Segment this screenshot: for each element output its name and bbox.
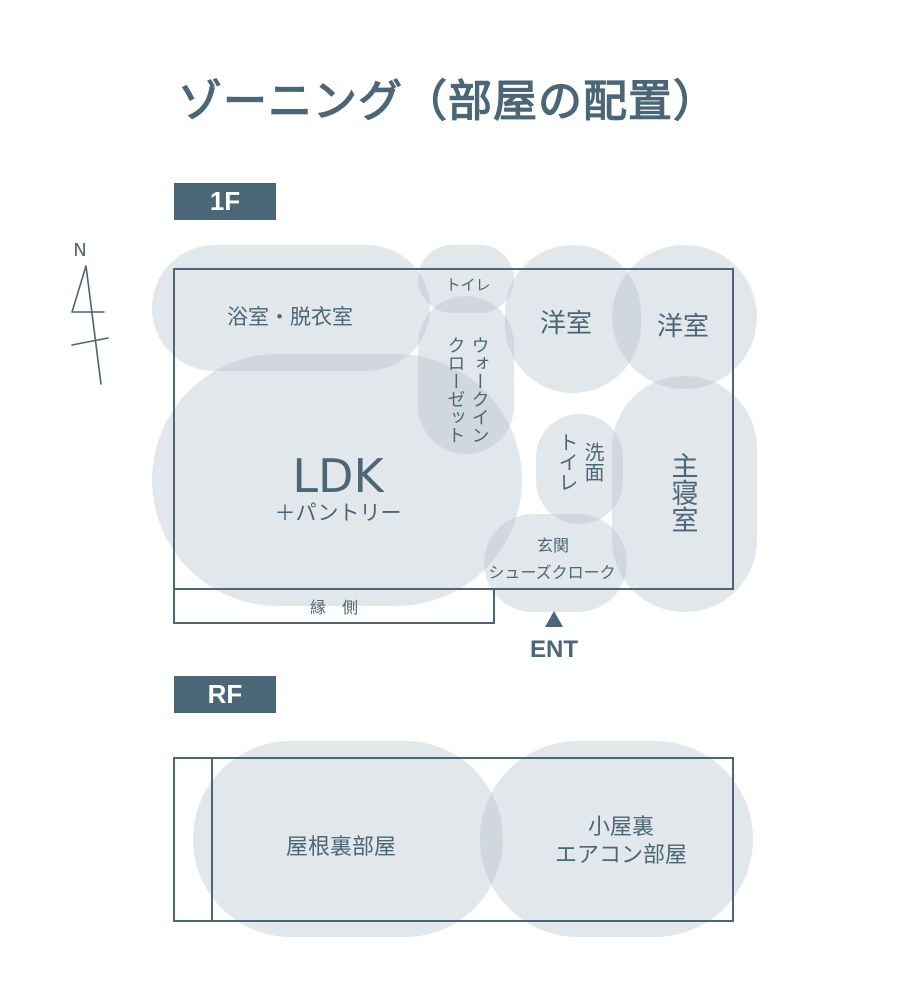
room-label-shoe-closet: シューズクローク — [488, 563, 615, 582]
zone-walkin-closet — [418, 296, 514, 454]
zone-bath — [152, 245, 430, 371]
zone-attic — [193, 741, 503, 937]
room-label-western-1: 洋室 — [540, 309, 592, 339]
compass-label: N — [73, 240, 86, 261]
room-label-western-2: 洋室 — [657, 312, 709, 342]
room-label-wash: 洗面 — [581, 442, 605, 482]
room-label-loft-1: 小屋裏 — [588, 815, 654, 840]
north-arrow-icon: N — [71, 240, 109, 385]
floor-outline-1f — [173, 268, 734, 590]
room-label-loft-2: エアコン部屋 — [555, 843, 687, 868]
room-label-master-bedroom: 主寝室 — [667, 452, 699, 533]
floor-tag-rf: RF — [174, 676, 276, 713]
room-label-walkin-1: ウォークイン — [469, 336, 490, 444]
floor-outline-rf — [173, 757, 734, 922]
zone-western-2 — [612, 245, 757, 389]
entrance-arrow-icon — [545, 611, 563, 627]
zone-entrance — [484, 514, 627, 612]
room-label-walkin-2: クローゼット — [445, 336, 466, 444]
zone-loft — [480, 741, 753, 937]
room-label-bath: 浴室・脱衣室 — [227, 305, 353, 329]
zone-western-1 — [505, 245, 641, 393]
floor-tag-1f: 1F — [174, 183, 276, 220]
room-label-wash-toilet: トイレ — [555, 432, 579, 492]
zone-master-bedroom — [612, 376, 757, 612]
zones-rf — [193, 741, 753, 937]
zones-1f — [152, 245, 757, 612]
page-title: ゾーニング（部屋の配置） — [178, 76, 718, 127]
zone-ldk — [152, 354, 522, 606]
zone-wash — [536, 414, 623, 524]
entrance-marker-label: ENT — [530, 636, 578, 663]
room-label-attic: 屋根裏部屋 — [286, 835, 396, 860]
room-label-entrance: 玄関 — [537, 536, 569, 555]
room-label-pantry: ＋パントリー — [274, 501, 401, 525]
room-label-toilet: トイレ — [445, 276, 490, 294]
zone-toilet — [418, 245, 514, 313]
room-label-veranda: 縁 側 — [310, 598, 358, 617]
room-label-ldk: LDK — [292, 449, 385, 503]
veranda-outline — [173, 589, 495, 624]
